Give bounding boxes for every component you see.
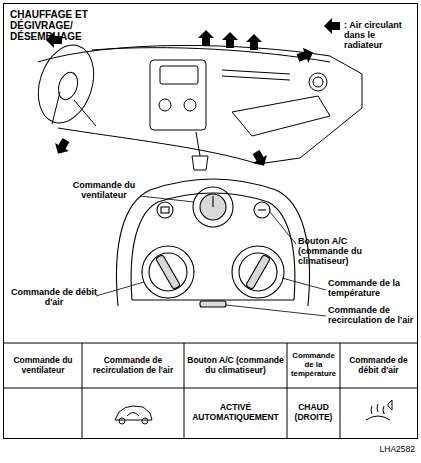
side-vent	[313, 77, 323, 87]
leader-line	[270, 212, 296, 244]
panel-bezel	[116, 179, 309, 306]
knob-grip	[246, 254, 271, 289]
legend-text: : Air circulant dans le radiateur	[344, 20, 416, 50]
control-label: Commande du ventilateur	[62, 180, 146, 200]
airflow-knob	[142, 246, 194, 298]
airflow-arrow	[246, 34, 262, 50]
recirculation-icon	[119, 418, 125, 424]
leader-line	[96, 282, 144, 296]
radio-unit	[160, 66, 198, 84]
airflow-arrow	[249, 148, 271, 170]
stack-knob	[184, 99, 196, 111]
fan-knob	[200, 194, 226, 220]
knob-grip	[156, 254, 181, 289]
side-vent	[309, 73, 327, 91]
button-icon	[258, 209, 266, 210]
fan-knob	[193, 187, 233, 227]
stack-knob	[159, 99, 171, 111]
control-label: Commande de recirculation de l'air	[328, 305, 416, 325]
recirculation-icon	[142, 418, 148, 424]
recirculation-lever	[200, 301, 226, 307]
table-header: Commande de débit d'air	[340, 343, 417, 388]
rear-defrost-button	[157, 202, 173, 218]
control-label: Commande de la température	[328, 278, 410, 298]
table-header: Commande de recirculation de l'air	[82, 343, 184, 388]
ac-button	[254, 202, 270, 218]
airflow-arrow	[198, 30, 214, 46]
airflow-arrow	[51, 136, 73, 158]
panel-bezel-inner	[131, 193, 295, 300]
defrost-icon	[388, 400, 392, 410]
leader-line	[226, 305, 326, 316]
figure-frame	[4, 4, 418, 439]
legend-arrow	[324, 18, 340, 34]
figure-code: LHA2582	[355, 445, 415, 455]
defrost-icon	[371, 404, 384, 414]
control-label: Bouton A/C (commande du climatiseur)	[298, 236, 378, 266]
steering-column	[52, 92, 96, 126]
panel-base	[132, 299, 294, 300]
table-cell: ACTIVÉ AUTOMATIQUEMENT	[184, 388, 287, 438]
leader-line	[140, 196, 194, 202]
airflow-arrow	[222, 32, 238, 48]
table-header: Commande du ventilateur	[4, 343, 82, 388]
dashboard-lower	[58, 74, 362, 164]
recirculation-icon	[127, 413, 139, 417]
knob-pointer	[212, 196, 213, 207]
defrost-icon	[366, 416, 390, 420]
table-cell: CHAUD (DROITE)	[287, 388, 340, 438]
gear-lever	[192, 132, 208, 170]
airflow-knob	[149, 253, 187, 291]
leader-line	[282, 278, 326, 290]
table-header: Commande de la température	[287, 343, 340, 388]
figure-title: CHAUFFAGE ET DÉGIVRAGE/ DÉSEMBUAGE	[10, 9, 102, 43]
temperature-knob	[239, 253, 277, 291]
windshield-base	[92, 48, 330, 62]
table-rule	[82, 343, 340, 439]
table-rule	[4, 343, 418, 388]
button-icon	[161, 207, 169, 213]
vent-slot	[222, 70, 290, 80]
control-label: Commande de débit d'air	[10, 287, 98, 307]
center-stack	[150, 60, 206, 130]
airflow-arrow	[295, 45, 316, 66]
steering-wheel	[29, 38, 103, 130]
temperature-knob	[232, 246, 284, 298]
table-header: Bouton A/C (commande du climatiseur)	[184, 343, 287, 388]
glovebox	[232, 96, 330, 136]
